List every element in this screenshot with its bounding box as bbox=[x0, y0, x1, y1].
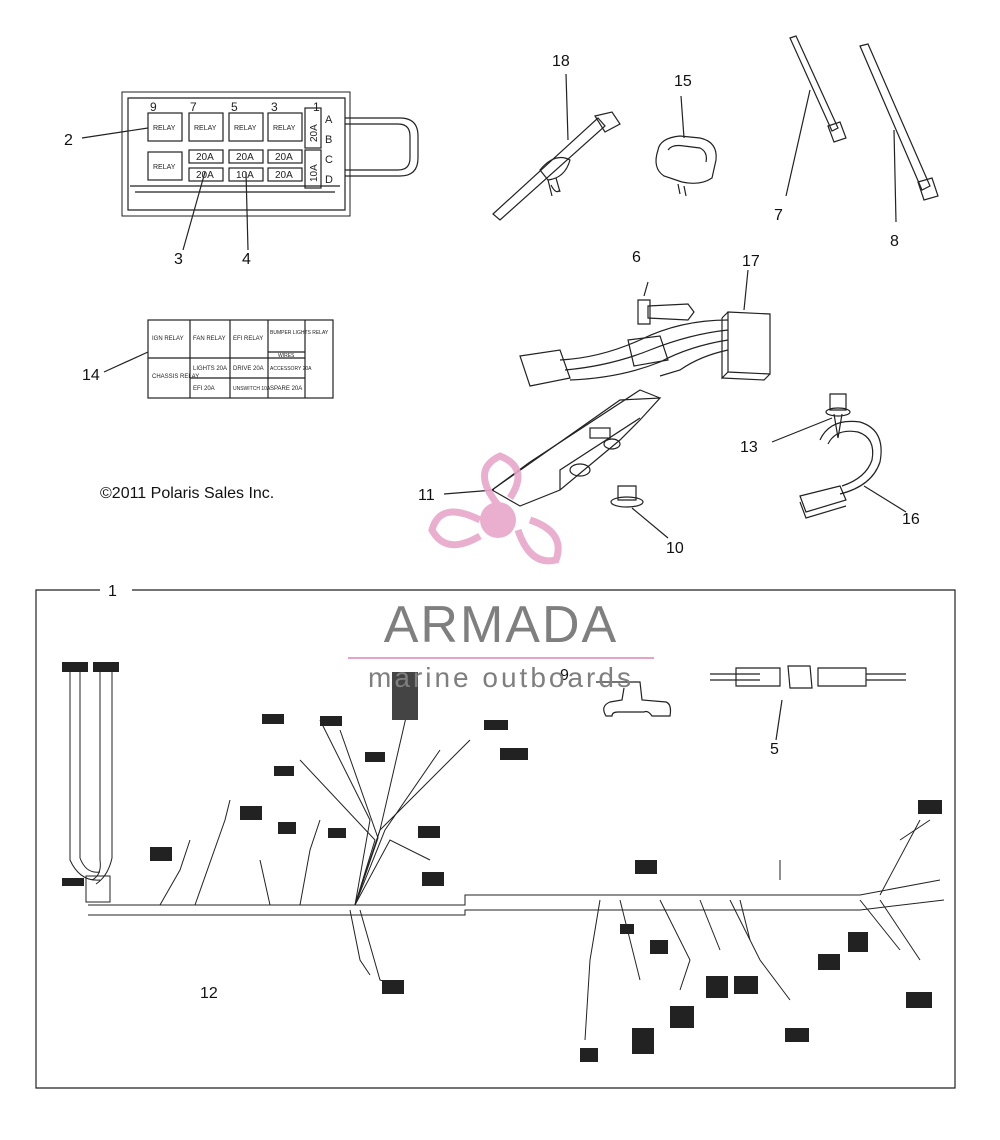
mounting-bracket bbox=[443, 389, 662, 507]
relay-2: RELAY bbox=[194, 125, 217, 132]
callout-2: 2 bbox=[64, 132, 73, 149]
main-harness bbox=[69, 672, 945, 1041]
callout-14: 14 bbox=[82, 367, 100, 384]
cable-tie-large bbox=[859, 43, 939, 223]
lbl-wires: WIRES bbox=[278, 353, 295, 359]
callout-7: 7 bbox=[774, 207, 783, 224]
callout-9: 9 bbox=[560, 667, 569, 684]
callout-4: 4 bbox=[242, 251, 251, 268]
jumper-harness bbox=[519, 269, 771, 387]
lbl-fan-relay: FAN RELAY bbox=[193, 336, 226, 342]
fuse-pos-5: 5 bbox=[231, 100, 238, 114]
callout-17: 17 bbox=[742, 253, 760, 270]
connector-tags bbox=[62, 662, 942, 1062]
propeller-logo bbox=[428, 452, 562, 565]
copyright-notice: ©2011 Polaris Sales Inc. bbox=[100, 485, 275, 502]
lbl-chassis-relay: CHASSIS RELAY bbox=[152, 374, 199, 380]
relay-3: RELAY bbox=[234, 125, 257, 132]
lbl-efi: EFI 20A bbox=[193, 386, 215, 392]
lbl-ign-relay: IGN RELAY bbox=[152, 336, 184, 342]
fuse-20a-2: 20A bbox=[236, 152, 254, 163]
fuse-pos-1: 1 bbox=[313, 100, 320, 114]
relay-1: RELAY bbox=[153, 125, 176, 132]
fuse-pos-9: 9 bbox=[150, 100, 157, 114]
fuse-pos-7: 7 bbox=[190, 100, 197, 114]
fuse-holder bbox=[596, 681, 672, 717]
fuse-20a-4: 20A bbox=[196, 170, 214, 181]
brand-tagline: marine outboards bbox=[368, 662, 634, 693]
fuse-label-card bbox=[103, 319, 334, 399]
harness-clip bbox=[655, 95, 717, 197]
callout-13: 13 bbox=[740, 439, 758, 456]
callout-11: 11 bbox=[418, 487, 435, 504]
screw bbox=[771, 393, 851, 443]
fuse-20a-1: 20A bbox=[196, 152, 214, 163]
callout-8: 8 bbox=[890, 233, 899, 250]
callout-1: 1 bbox=[108, 583, 117, 600]
lbl-drive: DRIVE 20A bbox=[233, 366, 264, 372]
callout-15: 15 bbox=[674, 73, 692, 90]
callout-18: 18 bbox=[552, 53, 570, 70]
relay-4: RELAY bbox=[273, 125, 296, 132]
harness-frame bbox=[35, 589, 956, 1089]
fuse-10a-side: 10A bbox=[309, 164, 320, 182]
row-a: A bbox=[325, 114, 333, 126]
callout-10: 10 bbox=[666, 540, 684, 557]
fuse-pos-3: 3 bbox=[271, 100, 278, 114]
lbl-bumper-relay: BUMPER LIGHTS RELAY bbox=[270, 330, 329, 336]
lbl-lights: LIGHTS 20A bbox=[193, 366, 227, 372]
lbl-accessory: ACCESSORY 20A bbox=[270, 366, 312, 372]
fuse-box bbox=[81, 91, 419, 251]
fuse-20a-3: 20A bbox=[275, 152, 293, 163]
row-c: C bbox=[325, 154, 333, 166]
fuse-label-text: IGN RELAY FAN RELAY EFI RELAY BUMPER LIG… bbox=[152, 330, 329, 392]
p-clamp bbox=[799, 420, 907, 519]
fuse-box-labels: 9 7 5 3 1 A B C D RELAY RELAY RELAY RELA… bbox=[150, 100, 333, 186]
lbl-spare: SPARE 20A bbox=[270, 386, 302, 392]
callout-16: 16 bbox=[902, 511, 920, 528]
fuse-10a-1: 10A bbox=[236, 170, 254, 181]
push-rivet bbox=[610, 485, 669, 539]
callout-5: 5 bbox=[770, 741, 779, 758]
lbl-unswitch: UNSWITCH 10A bbox=[233, 386, 271, 392]
brand-name: ARMADA bbox=[383, 596, 619, 654]
push-mount-tie bbox=[492, 73, 621, 221]
fuse-20a-side: 20A bbox=[309, 124, 320, 142]
row-b: B bbox=[325, 134, 332, 146]
callout-12: 12 bbox=[200, 985, 218, 1002]
brand-watermark: ARMADA marine outboards bbox=[348, 597, 654, 693]
relay-5: RELAY bbox=[153, 164, 176, 171]
callouts: 1 2 3 4 5 6 7 8 9 10 11 12 13 14 15 16 1… bbox=[64, 53, 920, 1002]
fuse-20a-5: 20A bbox=[275, 170, 293, 181]
lbl-efi-relay: EFI RELAY bbox=[233, 336, 263, 342]
row-d: D bbox=[325, 174, 333, 186]
callout-3: 3 bbox=[174, 251, 183, 268]
brand-divider bbox=[348, 657, 654, 659]
cable-tie-small bbox=[785, 35, 847, 197]
inline-fuse bbox=[710, 665, 906, 741]
callout-6: 6 bbox=[632, 249, 641, 266]
